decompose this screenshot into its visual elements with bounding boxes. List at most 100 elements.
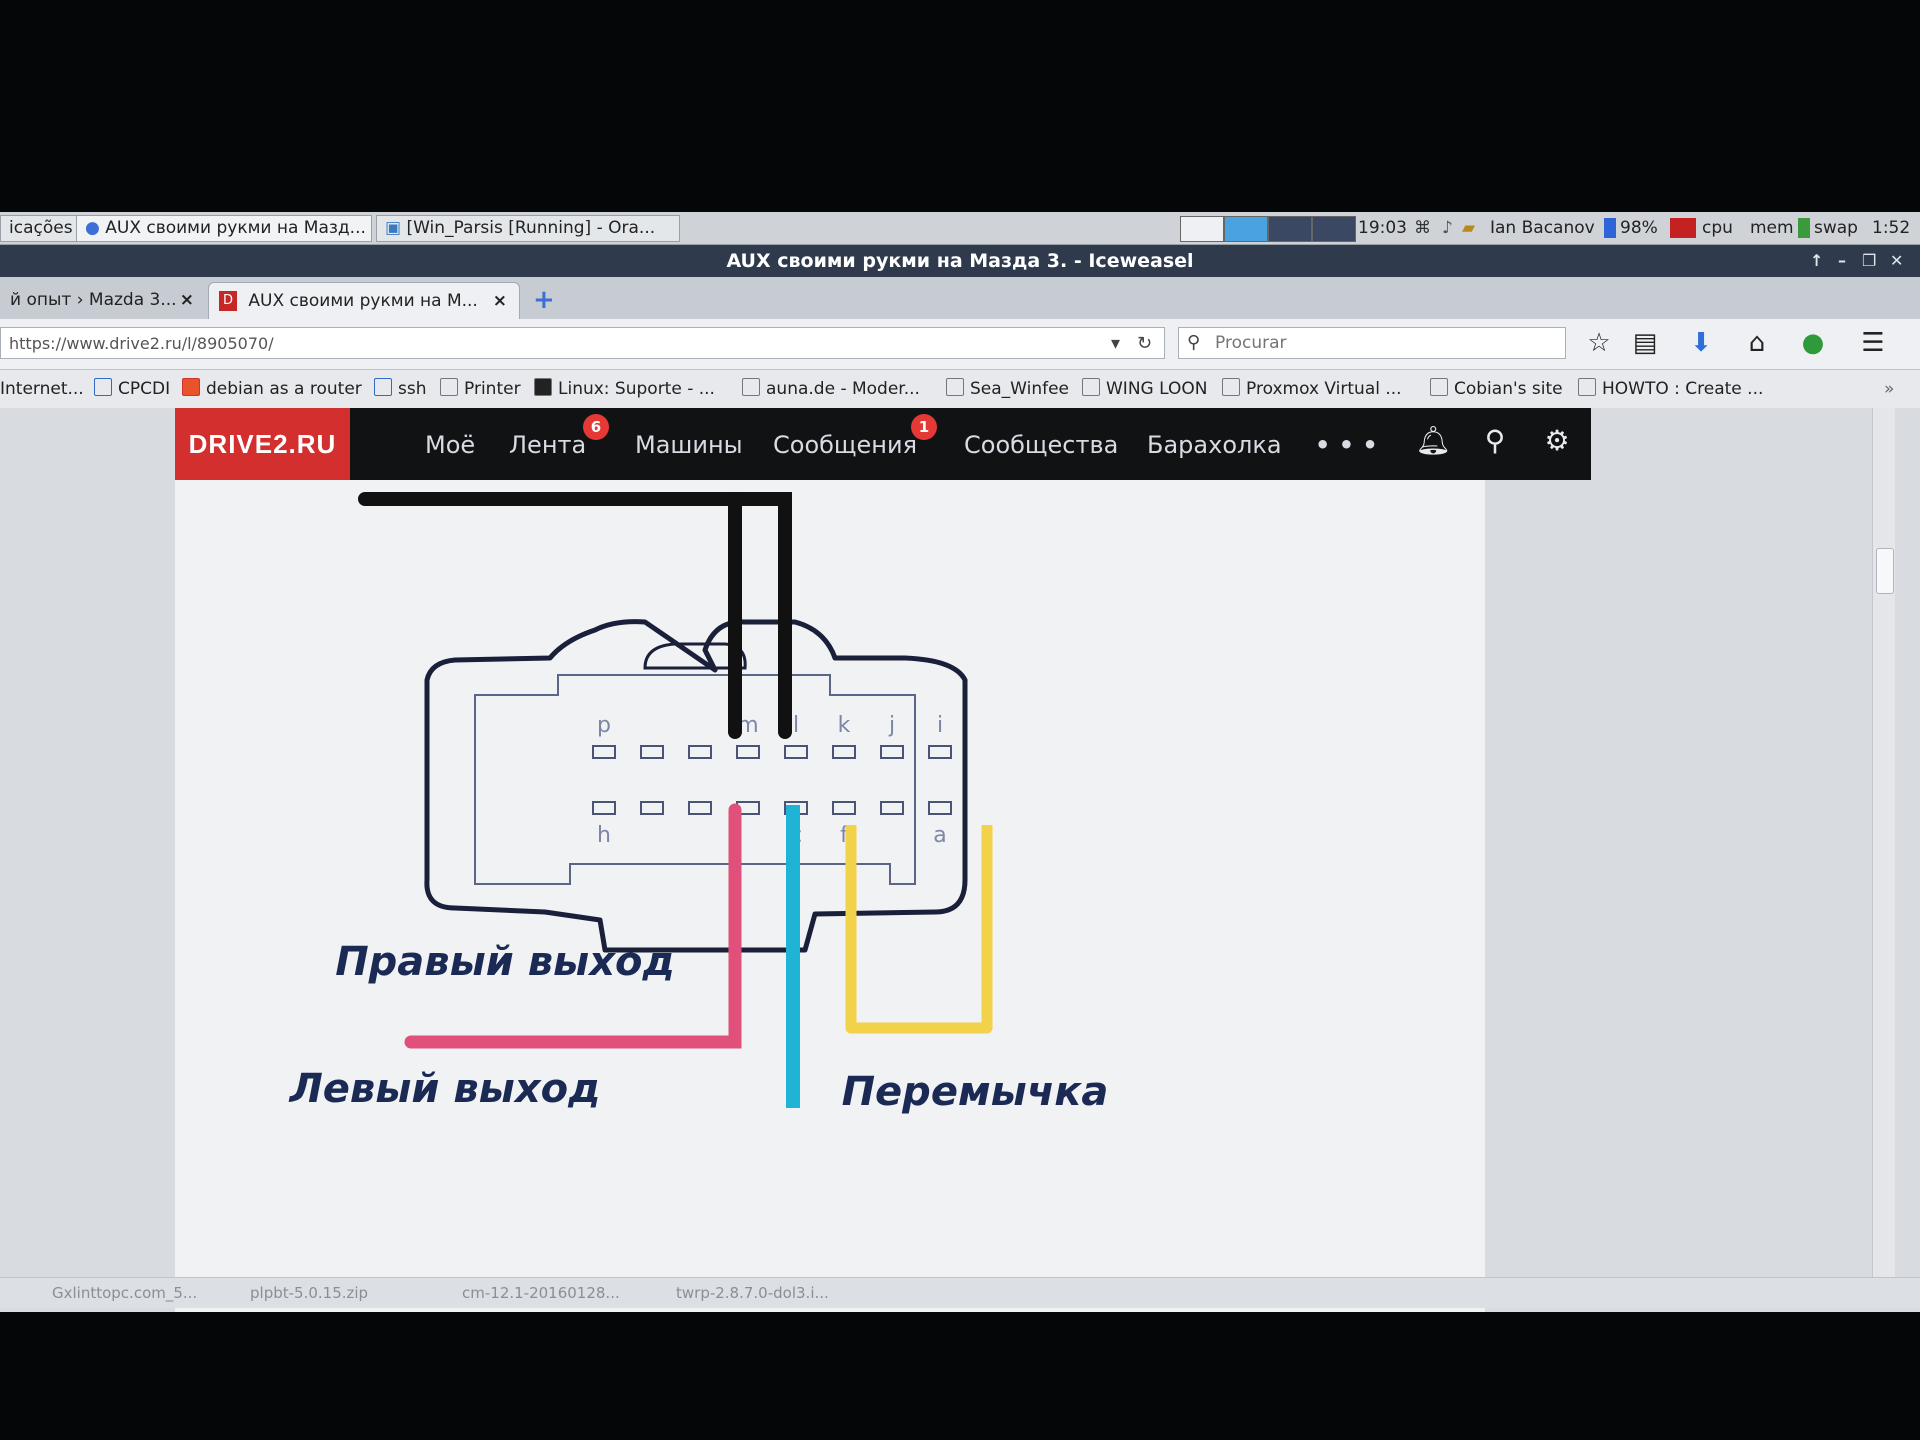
tray-app-icon[interactable]: ▰ <box>1462 218 1476 238</box>
connector-pin-top <box>736 745 760 759</box>
site-logo[interactable]: DRIVE2.RU <box>175 408 350 480</box>
downloads-bar: Gxlinttopc.com_5... plpbt-5.0.15.zip cm-… <box>0 1277 1920 1308</box>
connector-pin-top <box>688 745 712 759</box>
menu-soobshchestva[interactable]: Сообщества <box>964 431 1119 459</box>
menu-more[interactable]: • • • <box>1315 431 1378 459</box>
url-bar[interactable]: https://www.drive2.ru/l/8905070/ ▾ ↻ <box>0 327 1165 359</box>
connector-pin-bottom <box>592 801 616 815</box>
menu-lenta[interactable]: Лента <box>509 431 587 459</box>
connector-inner-frame <box>474 674 916 885</box>
bookmark-item[interactable]: HOWTO : Create ... <box>1578 377 1763 401</box>
page-icon <box>1222 378 1240 396</box>
connector-pin-top <box>592 745 616 759</box>
bookmark-item[interactable]: Linux: Suporte - ... <box>534 377 715 401</box>
workspace-2[interactable] <box>1224 216 1268 242</box>
bookmark-item[interactable]: WING LOON <box>1082 377 1207 401</box>
applications-menu[interactable]: icações <box>0 215 78 242</box>
download-item[interactable]: Gxlinttopc.com_5... <box>52 1284 198 1302</box>
connector-pin-top <box>880 745 904 759</box>
settings-gear-icon[interactable]: ⚙ <box>1544 424 1570 457</box>
menu-icon[interactable]: ☰ <box>1861 328 1885 358</box>
yellow-wire-jumper <box>845 825 993 1034</box>
workspace-3[interactable] <box>1268 216 1312 242</box>
bookmarks-overflow-button[interactable]: » <box>1884 379 1895 399</box>
bookmark-item[interactable]: auna.de - Moder... <box>742 377 920 401</box>
browser-icon: ● <box>85 218 100 238</box>
pin-letter-bottom: h <box>597 823 611 848</box>
reading-list-icon[interactable]: ▤ <box>1632 328 1658 358</box>
label-jumper: Перемычка <box>842 1069 1109 1115</box>
tab-label: AUX своими рукми на М... <box>248 291 478 311</box>
window-titlebar: AUX своими рукми на Мазда 3. - Iceweasel… <box>0 245 1920 277</box>
bookmark-item[interactable]: CPCDI <box>94 377 170 401</box>
bookmark-item[interactable]: Sea_Winfee <box>946 377 1069 401</box>
bookmarks-toolbar: Internet... CPCDI debian as a router ssh… <box>0 370 1920 409</box>
page-content: DRIVE2.RU Моё Лента 6 Машины Сообщения 1… <box>0 408 1920 1312</box>
download-item[interactable]: cm-12.1-20160128... <box>462 1284 620 1302</box>
bookmark-item[interactable]: Proxmox Virtual ... <box>1222 377 1402 401</box>
download-item[interactable]: plpbt-5.0.15.zip <box>250 1284 369 1302</box>
black-wire-1 <box>358 492 792 739</box>
new-tab-button[interactable]: + <box>533 285 555 315</box>
swap-label: swap <box>1814 218 1858 238</box>
taskbar-window-label: AUX своими рукми на Мазд... <box>105 218 366 238</box>
scrollbar-thumb[interactable] <box>1876 548 1894 594</box>
battery-meter <box>1604 218 1616 238</box>
tab-close-icon[interactable]: × <box>179 290 194 310</box>
tux-icon <box>534 378 552 396</box>
volume-icon[interactable]: ♪ <box>1442 218 1453 238</box>
site-search-icon[interactable]: ⚲ <box>1484 424 1506 457</box>
site-header: DRIVE2.RU Моё Лента 6 Машины Сообщения 1… <box>175 408 1591 480</box>
menu-mashiny[interactable]: Машины <box>635 431 743 459</box>
battery-percent: 98% <box>1620 218 1658 238</box>
bookmark-item[interactable]: debian as a router <box>182 377 362 401</box>
menu-barakholka[interactable]: Барахолка <box>1147 431 1282 459</box>
window-title: AUX своими рукми на Мазда 3. - Iceweasel <box>726 250 1194 272</box>
hangouts-icon[interactable]: ● <box>1801 328 1825 358</box>
vertical-scrollbar[interactable] <box>1872 408 1895 1298</box>
tab-close-icon[interactable]: × <box>492 291 507 311</box>
network-icon[interactable]: ⌘ <box>1414 218 1431 238</box>
connector-pin-top <box>928 745 952 759</box>
minimize-icon[interactable]: – <box>1838 251 1846 270</box>
navigation-bar: https://www.drive2.ru/l/8905070/ ▾ ↻ ⚲ ☆… <box>0 319 1920 370</box>
menu-soobshcheniya[interactable]: Сообщения <box>773 431 918 459</box>
home-icon[interactable]: ⌂ <box>1748 328 1766 358</box>
workspace-4[interactable] <box>1312 216 1356 242</box>
cpcdi-icon <box>94 378 112 396</box>
taskbar-window-iceweasel[interactable]: ● AUX своими рукми на Мазд... <box>76 215 372 242</box>
close-window-icon[interactable]: ✕ <box>1890 251 1904 270</box>
page-icon <box>1082 378 1100 396</box>
workspace-1[interactable] <box>1180 216 1224 242</box>
virtualbox-icon: ▣ <box>385 218 402 238</box>
reload-icon[interactable]: ↻ <box>1137 333 1153 354</box>
connector-pin-top <box>640 745 664 759</box>
taskbar: icações ● AUX своими рукми на Мазд... ▣ … <box>0 212 1920 245</box>
tab-mazda3[interactable]: й опыт › Mazda 3... × <box>0 282 206 319</box>
page-icon <box>440 378 458 396</box>
history-dropdown-icon[interactable]: ▾ <box>1111 333 1121 354</box>
menu-moe[interactable]: Моё <box>425 431 476 459</box>
search-box[interactable]: ⚲ <box>1178 327 1566 359</box>
bookmark-item[interactable]: Cobian's site <box>1430 377 1563 401</box>
tab-bar: й опыт › Mazda 3... × D AUX своими рукми… <box>0 277 1920 320</box>
window-up-icon[interactable]: ↑ <box>1810 251 1824 270</box>
pin-letter-top: j <box>888 713 895 738</box>
taskbar-window-virtualbox[interactable]: ▣ [Win_Parsis [Running] - Ora... <box>376 215 680 242</box>
tab-aux[interactable]: D AUX своими рукми на М... × <box>208 282 520 320</box>
bookmark-item[interactable]: ssh <box>374 377 427 401</box>
pin-letter-bottom: f <box>840 823 849 848</box>
bookmark-star-icon[interactable]: ☆ <box>1587 328 1611 358</box>
lenta-badge: 6 <box>583 414 609 440</box>
bookmark-item[interactable]: Printer <box>440 377 521 401</box>
clock: 19:03 <box>1358 218 1407 238</box>
search-input[interactable] <box>1213 332 1547 354</box>
notifications-bell-icon[interactable]: 🔔︎ <box>1415 424 1451 457</box>
bookmark-item[interactable]: Internet... <box>0 379 84 399</box>
pink-wire <box>404 803 742 1049</box>
search-icon: ⚲ <box>1187 332 1201 353</box>
maximize-icon[interactable]: ❐ <box>1862 251 1877 270</box>
download-item[interactable]: twrp-2.8.7.0-dol3.i... <box>676 1284 829 1302</box>
downloads-icon[interactable]: ⬇ <box>1690 328 1712 358</box>
